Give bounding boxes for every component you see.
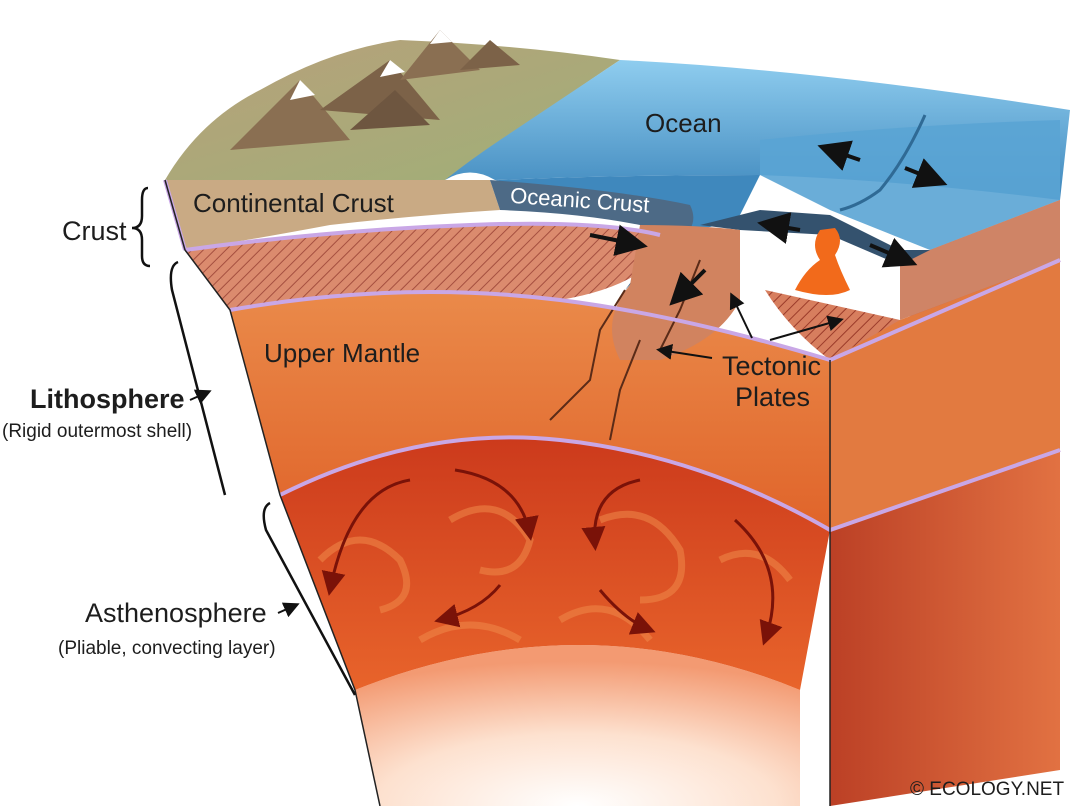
convection-arrows	[321, 468, 783, 646]
continental-crust-layer	[165, 180, 500, 250]
tectonic-plates-label-line2: Plates	[735, 382, 810, 412]
right-face-upper	[830, 260, 1060, 530]
crust-label: Crust	[62, 216, 127, 246]
ridge-crack	[839, 114, 927, 212]
oceanic-crust-layer	[490, 180, 694, 290]
asthenosphere-layer	[280, 437, 830, 690]
copyright-text: © ECOLOGY.NET	[910, 779, 1064, 800]
asthenosphere-description: (Pliable, convecting layer)	[58, 638, 276, 659]
brace-icon	[131, 186, 357, 696]
lithospheric-mantle-band	[185, 223, 660, 310]
lithosphere-description: (Rigid outermost shell)	[2, 421, 192, 442]
arrow-icon	[589, 140, 948, 306]
lithosphere-label: Lithosphere	[30, 384, 185, 414]
upper-mantle-label: Upper Mantle	[264, 338, 420, 368]
core-region	[355, 645, 800, 806]
continental-crust-label: Continental Crust	[193, 188, 395, 218]
asthenosphere-label: Asthenosphere	[85, 598, 267, 628]
right-face-crust	[900, 200, 1060, 320]
tectonic-plates-label-line1: Tectonic	[722, 351, 821, 381]
magma-plume	[795, 228, 850, 295]
block-edges	[164, 179, 831, 806]
ocean-label: Ocean	[645, 108, 722, 138]
mountain-icon	[230, 30, 520, 150]
tectonic-plates-pointers	[656, 292, 844, 360]
side-label-pointers	[189, 389, 300, 618]
